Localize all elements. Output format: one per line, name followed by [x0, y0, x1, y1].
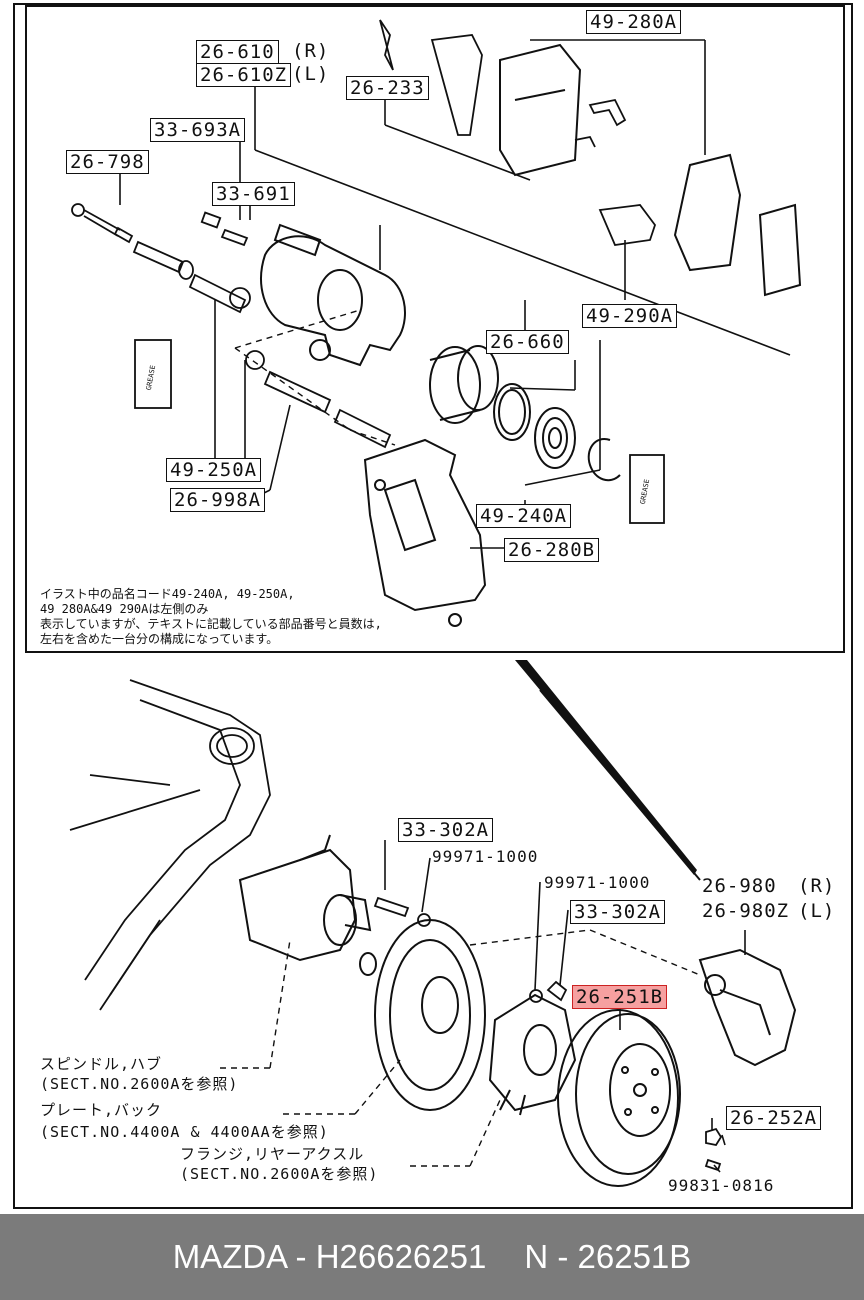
label-26-280b: 26-280B: [504, 538, 600, 562]
shim-part: [379, 19, 483, 136]
label-26-980-r: (R): [798, 875, 836, 897]
note-line-4: 左右を含めた一台分の構成になっています。: [40, 632, 279, 646]
label-26-610-r: (R): [292, 40, 330, 62]
pad-spring-part: [574, 98, 627, 148]
label-49-280a: 49-280A: [586, 10, 682, 34]
label-33-302a-upper: 33-302A: [398, 818, 494, 842]
piston-seal-part: [493, 383, 531, 441]
label-49-290a: 49-290A: [582, 304, 678, 328]
label-26-610: 26-610: [196, 40, 279, 64]
label-26-980z: 26-980Z: [702, 900, 790, 922]
backing-plate-part: [374, 919, 486, 1111]
label-33-691: 33-691: [212, 182, 295, 206]
page-frame: [13, 3, 853, 1209]
bleeder-part: [200, 211, 249, 247]
ref-back-plate-section: (SECT.NO.4400A & 4400AAを参照): [40, 1123, 329, 1141]
label-33-693a: 33-693A: [150, 118, 246, 142]
pad-outer-part: [673, 153, 802, 297]
grease-pack-right: [629, 454, 665, 524]
illustration-note: イラスト中の品名コード49-240A, 49-250A, 49 280A&49 …: [40, 587, 420, 647]
brake-pad-part: [499, 43, 582, 177]
spindle-part: [238, 834, 377, 976]
grease-pack-right-label: GREASE: [639, 479, 651, 505]
ref-axle-flange-title: フランジ,リヤーアクスル: [180, 1145, 365, 1163]
leader-lines-lower: [384, 840, 746, 1173]
label-99971-1000-upper: 99971-1000: [432, 847, 539, 866]
pad-retainer-part: [598, 204, 657, 246]
brake-disc-part: [557, 1009, 681, 1187]
dashed-lines-upper: [234, 309, 396, 446]
dust-boot-part: [534, 407, 576, 469]
label-26-233: 26-233: [346, 76, 429, 100]
label-49-240a: 49-240A: [476, 504, 572, 528]
label-26-660: 26-660: [486, 330, 569, 354]
label-26-610z-l: (L): [292, 63, 330, 85]
label-26-980z-l: (L): [798, 900, 836, 922]
footer-bar: MAZDA - H26626251 N - 26251B: [0, 1214, 864, 1300]
snap-ring-part: [587, 438, 621, 482]
upper-panel-frame: [25, 5, 845, 653]
caliper-bracket-part: [363, 438, 487, 627]
label-49-250a: 49-250A: [166, 458, 262, 482]
bolt-washer-lower: [373, 896, 568, 1003]
label-33-302a-lower: 33-302A: [570, 900, 666, 924]
guide-bolt-part: [71, 203, 134, 244]
dashed-lines-lower: [220, 929, 701, 1167]
label-26-980: 26-980: [702, 875, 777, 897]
caliper-body-part: [260, 223, 406, 367]
leader-lines-upper: [119, 39, 791, 549]
grease-pack-left: [134, 339, 172, 409]
label-99831-0816: 99831-0816: [668, 1176, 775, 1195]
label-99971-1000-lower: 99971-1000: [544, 873, 651, 892]
piston-part: [429, 345, 499, 424]
note-line-3: 表示していますが、テキストに記載している部品番号と員数は,: [40, 617, 382, 631]
pin-boot-part: [188, 273, 392, 449]
label-26-798: 26-798: [66, 150, 149, 174]
footer-brand-part-number: MAZDA - H26626251: [172, 1238, 487, 1275]
ref-spindle-hub-section: (SECT.NO.2600Aを参照): [40, 1075, 239, 1093]
caliper-assembly-part: [698, 948, 797, 1067]
label-26-251b-highlighted[interactable]: 26-251B: [572, 985, 668, 1009]
label-26-252a: 26-252A: [726, 1106, 822, 1130]
note-line-1: イラスト中の品名コード49-240A, 49-250A,: [40, 587, 295, 601]
label-26-998a: 26-998A: [170, 488, 266, 512]
body-structure: [69, 679, 271, 1011]
ref-axle-flange-section: (SECT.NO.2600Aを参照): [180, 1165, 379, 1183]
hub-flange-part: [488, 993, 577, 1116]
ref-spindle-hub-title: スピンドル,ハブ: [40, 1055, 163, 1073]
grease-pack-left-label: GREASE: [145, 365, 157, 391]
footer-reference-code: N - 26251B: [524, 1238, 692, 1275]
label-26-610z: 26-610Z: [196, 63, 292, 87]
disc-screw-part: [704, 1127, 723, 1172]
note-line-2: 49 280A&49 290Aは左側のみ: [40, 602, 209, 616]
ref-back-plate-title: プレート,バック: [40, 1101, 163, 1119]
sleeve-part: [132, 240, 194, 280]
